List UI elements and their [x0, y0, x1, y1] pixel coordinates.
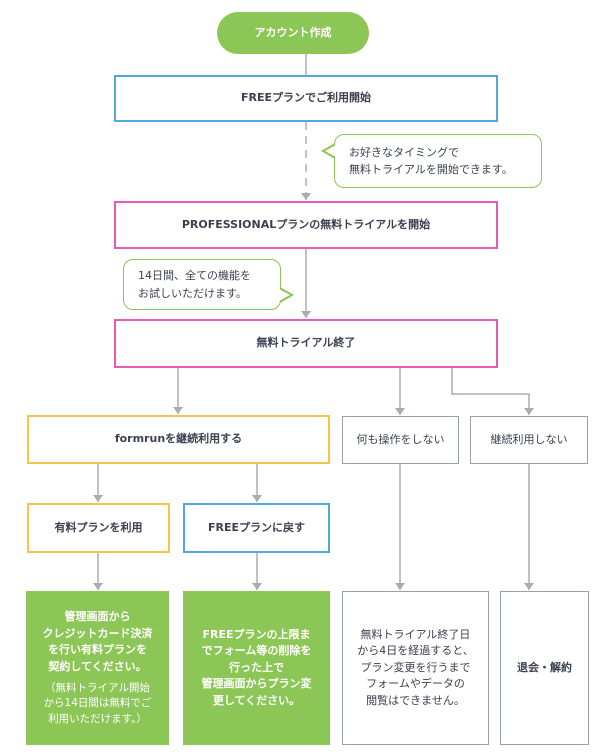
node-continue-formrun: formrunを継続利用する [27, 415, 330, 464]
paid-instructions-text: 管理画面から クレジットカード決済 を行い有料プランを 契約してください。 [42, 610, 153, 673]
edge-end-to-no-action-arrowhead [395, 408, 405, 415]
node-paid-plan: 有料プランを利用 [27, 503, 170, 553]
edge-discontinue-to-withdraw-arrowhead [524, 583, 534, 590]
edge-free-to-pro-trial-arrowhead [301, 193, 311, 200]
bubble-fourteen-days: 14日間、全ての機能を お試しいただけます。 [123, 259, 281, 310]
edge-free-to-instructions-arrowhead [252, 583, 262, 590]
node-withdraw: 退会・解約 [500, 591, 589, 745]
edge-end-to-discontinue-arrowhead [524, 408, 534, 415]
node-back-to-free: FREEプランに戻す [183, 503, 330, 553]
edge-continue-to-paid-arrowhead [93, 495, 103, 502]
edge-no-action-to-result-arrowhead [395, 583, 405, 590]
node-paid-instructions: 管理画面から クレジットカード決済 を行い有料プランを 契約してください。 （無… [26, 591, 169, 745]
edge-continue-to-free-arrowhead [252, 495, 262, 502]
edge-paid-to-instructions-arrowhead [93, 583, 103, 590]
paid-instructions-note: （無料トライアル開始 から14日間は無料でご 利用いただけます。） [43, 682, 152, 725]
bubble-anytime-trial: お好きなタイミングで 無料トライアルを開始できます。 [334, 134, 542, 188]
node-free-plan-start: FREEプランでご利用開始 [114, 75, 498, 122]
edge-end-to-discontinue [451, 368, 530, 415]
node-no-action: 何も操作をしない [342, 416, 459, 464]
node-account-creation: アカウント作成 [217, 12, 369, 54]
node-no-action-result: 無料トライアル終了日 から4日を経過すると、 プラン変更を行うまで フォームやデ… [342, 591, 489, 745]
node-discontinue: 継続利用しない [470, 416, 588, 464]
node-professional-trial-start: PROFESSIONALプランの無料トライアルを開始 [114, 201, 498, 249]
edge-end-to-continue-arrowhead [173, 407, 183, 414]
node-free-instructions: FREEプランの上限ま でフォーム等の削除を 行った上で 管理画面からプラン変 … [183, 591, 330, 745]
edge-pro-trial-to-end-arrowhead [301, 311, 311, 318]
node-trial-end: 無料トライアル終了 [114, 319, 498, 368]
